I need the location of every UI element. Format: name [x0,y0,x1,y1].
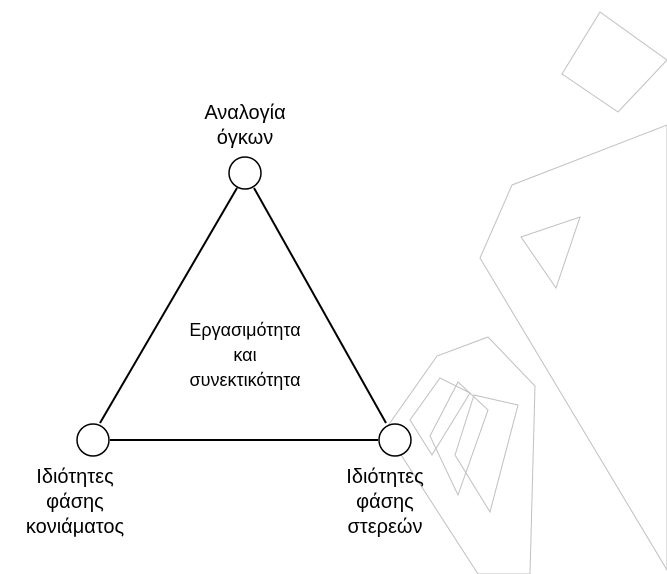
watermark-set-square-cutout [520,216,581,290]
watermark-ruler-slot-2 [429,381,489,497]
node-right-label-line-2: φάσης [356,491,414,513]
watermark-ruler-slot-3 [454,394,519,514]
drafting-tools-watermark [384,11,667,574]
node-left-label-line-1: Ιδιότητες [36,466,114,488]
node-right-circle [378,423,412,457]
watermark-ruler-slot-1 [409,377,471,456]
node-left-label-line-2: φάσης [46,491,104,513]
node-right-label: Ιδιότητες φάσης στερεών [315,465,455,540]
node-right-label-line-3: στερεών [347,516,423,538]
center-label: Εργασιμότητα και συνεκτικότητα [165,318,325,393]
center-label-line-1: Εργασιμότητα [189,320,301,340]
node-right-label-line-1: Ιδιότητες [346,466,424,488]
watermark-set-square-shape [479,124,667,571]
node-left-circle [76,423,110,457]
center-label-line-2: και [233,345,257,365]
node-top-label: Αναλογία όγκων [175,101,315,151]
triangle-edge-left [99,187,238,424]
node-top-label-line-1: Αναλογία [204,102,286,124]
watermark-square-shape [561,11,667,113]
center-label-line-3: συνεκτικότητα [189,370,301,390]
node-top-circle [228,156,262,190]
node-left-label: Ιδιότητες φάσης κονιάματος [5,465,145,540]
node-top-label-line-2: όγκων [216,127,274,149]
node-left-label-line-3: κονιάματος [25,516,125,538]
triangle-edge-right [253,187,387,424]
